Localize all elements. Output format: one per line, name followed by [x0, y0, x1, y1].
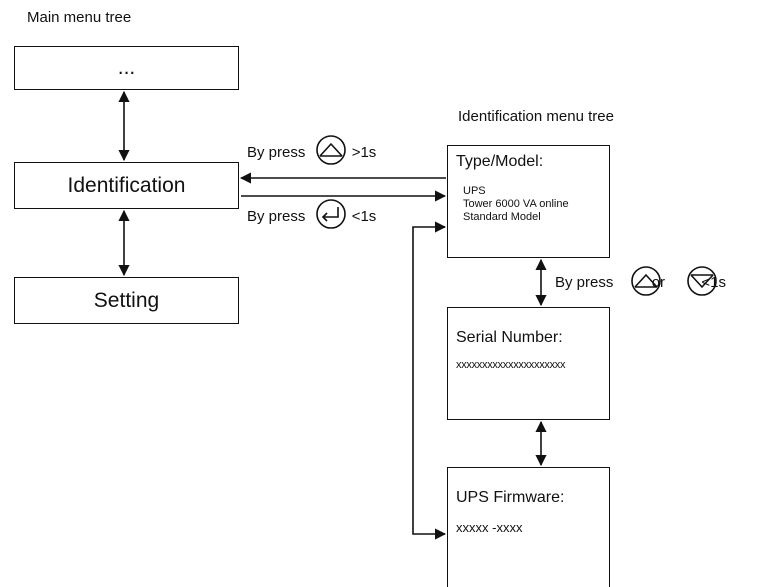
caption-enter: By press <1s — [247, 208, 376, 225]
menu-item-setting[interactable]: Setting — [14, 277, 239, 324]
caption-enter-prefix: By press — [247, 208, 306, 225]
caption-enter-suffix: <1s — [351, 208, 377, 225]
main-menu-tree-title: Main menu tree — [27, 9, 132, 26]
serial-number-value: xxxxxxxxxxxxxxxxxxxxx — [456, 359, 566, 371]
down-chevron-icon — [687, 266, 717, 296]
menu-item-more[interactable]: ... — [14, 46, 239, 90]
arrow-return-to-type-model — [412, 226, 445, 535]
enter-icon — [316, 199, 346, 229]
caption-scroll-suffix: <1s — [701, 274, 726, 291]
ups-firmware-title: UPS Firmware: — [456, 489, 565, 506]
menu-item-more-label: ... — [117, 56, 136, 79]
up-chevron-icon — [316, 135, 346, 165]
caption-up-hold: By press >1s — [247, 144, 376, 161]
type-model-line: Standard Model — [463, 211, 541, 223]
serial-number-title: Serial Number: — [456, 329, 563, 346]
ups-firmware-panel: UPS Firmware: xxxxx -xxxx — [447, 467, 610, 587]
caption-up-hold-prefix: By press — [247, 144, 306, 161]
identification-menu-tree-title: Identification menu tree — [458, 108, 614, 125]
menu-item-identification[interactable]: Identification — [14, 162, 239, 209]
up-chevron-icon — [631, 266, 661, 296]
menu-item-setting-label: Setting — [93, 288, 160, 312]
menu-item-identification-label: Identification — [67, 173, 186, 197]
type-model-panel: Type/Model: UPS Tower 6000 VA online Sta… — [447, 145, 610, 258]
ups-firmware-value: xxxxx -xxxx — [456, 520, 523, 535]
serial-number-panel: Serial Number: xxxxxxxxxxxxxxxxxxxxx — [447, 307, 610, 420]
type-model-line: Tower 6000 VA online — [463, 198, 569, 210]
type-model-title: Type/Model: — [456, 153, 544, 170]
caption-scroll-prefix: By press — [555, 274, 614, 291]
type-model-lines: UPS Tower 6000 VA online Standard Model — [463, 185, 569, 224]
type-model-line: UPS — [463, 185, 486, 197]
caption-up-hold-suffix: >1s — [351, 144, 377, 161]
